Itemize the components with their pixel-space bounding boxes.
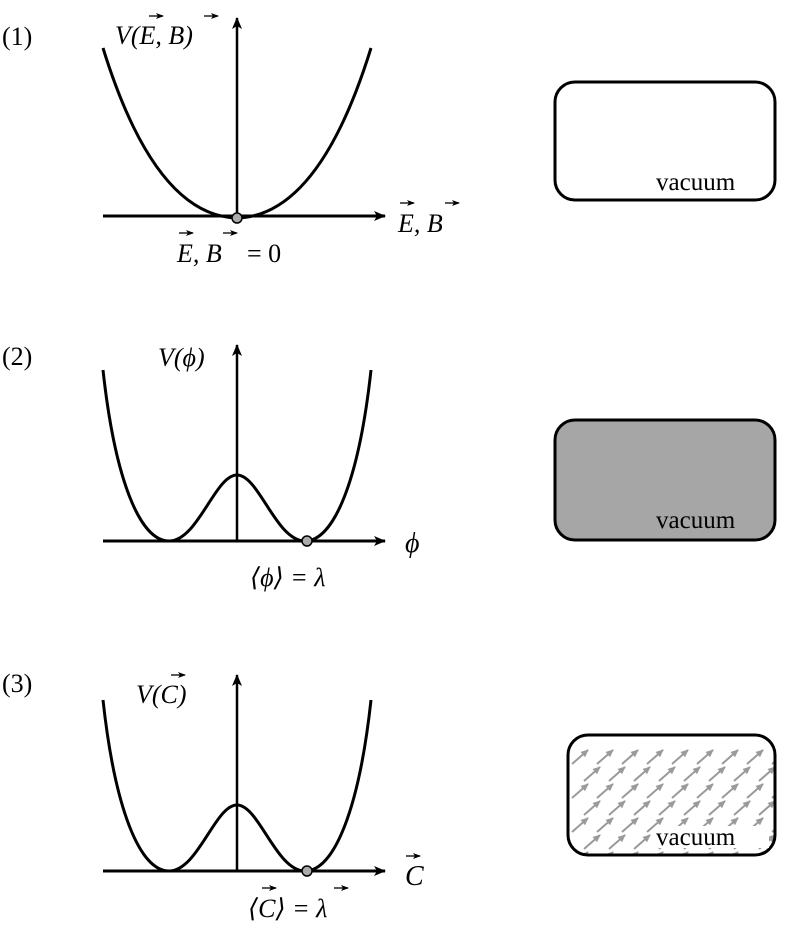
x-axis-label: ϕ bbox=[405, 528, 420, 559]
field-arrow bbox=[784, 801, 789, 815]
field-arrow bbox=[646, 749, 664, 765]
field-arrow bbox=[758, 766, 775, 782]
field-arrow bbox=[683, 766, 701, 782]
field-arrow bbox=[571, 783, 589, 799]
field-arrow bbox=[708, 800, 726, 816]
field-arrow bbox=[621, 749, 639, 765]
vacuum-point bbox=[301, 865, 313, 877]
field-arrow bbox=[608, 834, 626, 850]
field-arrow bbox=[633, 766, 651, 782]
vacuum-box bbox=[553, 418, 777, 542]
field-arrow bbox=[683, 800, 701, 816]
field-arrow bbox=[596, 817, 614, 833]
field-arrow bbox=[784, 767, 789, 781]
field-arrow bbox=[733, 800, 751, 816]
field-arrow bbox=[621, 783, 639, 799]
field-arrow bbox=[571, 817, 589, 833]
field-arrow bbox=[621, 817, 639, 833]
field-arrow bbox=[733, 766, 751, 782]
potential-curve bbox=[101, 369, 373, 543]
panel-number: (3) bbox=[2, 669, 32, 698]
y-axis-label: V(C) bbox=[136, 672, 187, 709]
field-arrow bbox=[596, 749, 614, 765]
vacuum-value-label: ⟨ϕ⟩ = λ bbox=[250, 563, 326, 592]
panel-2: (2) V(ϕ) ϕ ⟨ϕ⟩ = λ vacuum bbox=[2, 342, 777, 592]
field-arrow bbox=[583, 834, 601, 850]
field-arrow bbox=[608, 766, 626, 782]
x-axis-label: E, B bbox=[397, 200, 460, 238]
field-arrow bbox=[784, 835, 789, 849]
vacuum-box-label: vacuum bbox=[656, 824, 736, 851]
vacuum-point bbox=[301, 535, 313, 547]
field-arrow bbox=[721, 749, 739, 765]
field-arrow bbox=[596, 783, 614, 799]
field-arrow bbox=[671, 783, 689, 799]
field-arrow bbox=[746, 783, 764, 799]
svg-text:V(E, B): V(E, B) bbox=[115, 21, 193, 50]
vacuum-value-label: ⟨C⟩ = λ bbox=[248, 885, 349, 923]
field-arrow bbox=[758, 800, 775, 816]
field-arrow bbox=[583, 766, 601, 782]
panel-number: (1) bbox=[2, 22, 32, 51]
vacuum-point bbox=[231, 212, 243, 224]
vacuum-box bbox=[566, 733, 777, 857]
svg-text:C: C bbox=[405, 861, 424, 892]
field-arrow bbox=[646, 783, 664, 799]
panel-1: (1) V(E, B) E, B E, B = 0 vacuum bbox=[2, 13, 777, 268]
field-arrow bbox=[746, 749, 764, 765]
vacuum-box-label: vacuum bbox=[656, 507, 736, 534]
field-arrow bbox=[671, 749, 689, 765]
svg-text:= 0: = 0 bbox=[247, 239, 281, 268]
potential-curve bbox=[101, 699, 373, 873]
field-arrow bbox=[658, 800, 676, 816]
field-arrow bbox=[583, 800, 601, 816]
vacuum-value-label: E, B = 0 bbox=[176, 230, 281, 268]
svg-text:⟨C⟩ = λ: ⟨C⟩ = λ bbox=[248, 894, 327, 923]
field-arrow bbox=[608, 800, 626, 816]
field-arrow bbox=[633, 800, 651, 816]
svg-text:E, B: E, B bbox=[397, 209, 443, 238]
field-arrow bbox=[771, 851, 775, 855]
svg-text:E, B: E, B bbox=[176, 239, 222, 268]
panel-number: (2) bbox=[2, 342, 32, 371]
panel-3: (3) V(C) C ⟨C⟩ = λ vacuum bbox=[2, 669, 789, 923]
vacuum-box-label: vacuum bbox=[656, 169, 736, 196]
vacuum-box bbox=[553, 80, 777, 202]
y-axis-label: V(ϕ) bbox=[158, 343, 205, 372]
field-arrow bbox=[721, 783, 739, 799]
svg-text:V(C): V(C) bbox=[136, 680, 187, 709]
label-backdrop bbox=[655, 826, 769, 848]
field-arrow bbox=[658, 766, 676, 782]
field-arrow bbox=[571, 749, 589, 765]
field-arrow bbox=[696, 749, 714, 765]
field-arrow bbox=[646, 817, 664, 833]
x-axis-label: C bbox=[405, 853, 424, 892]
field-arrow bbox=[708, 766, 726, 782]
field-arrow bbox=[696, 783, 714, 799]
vacuum-box-fill bbox=[568, 735, 775, 855]
y-axis-label: V(E, B) bbox=[115, 13, 219, 50]
field-arrow bbox=[633, 834, 651, 850]
